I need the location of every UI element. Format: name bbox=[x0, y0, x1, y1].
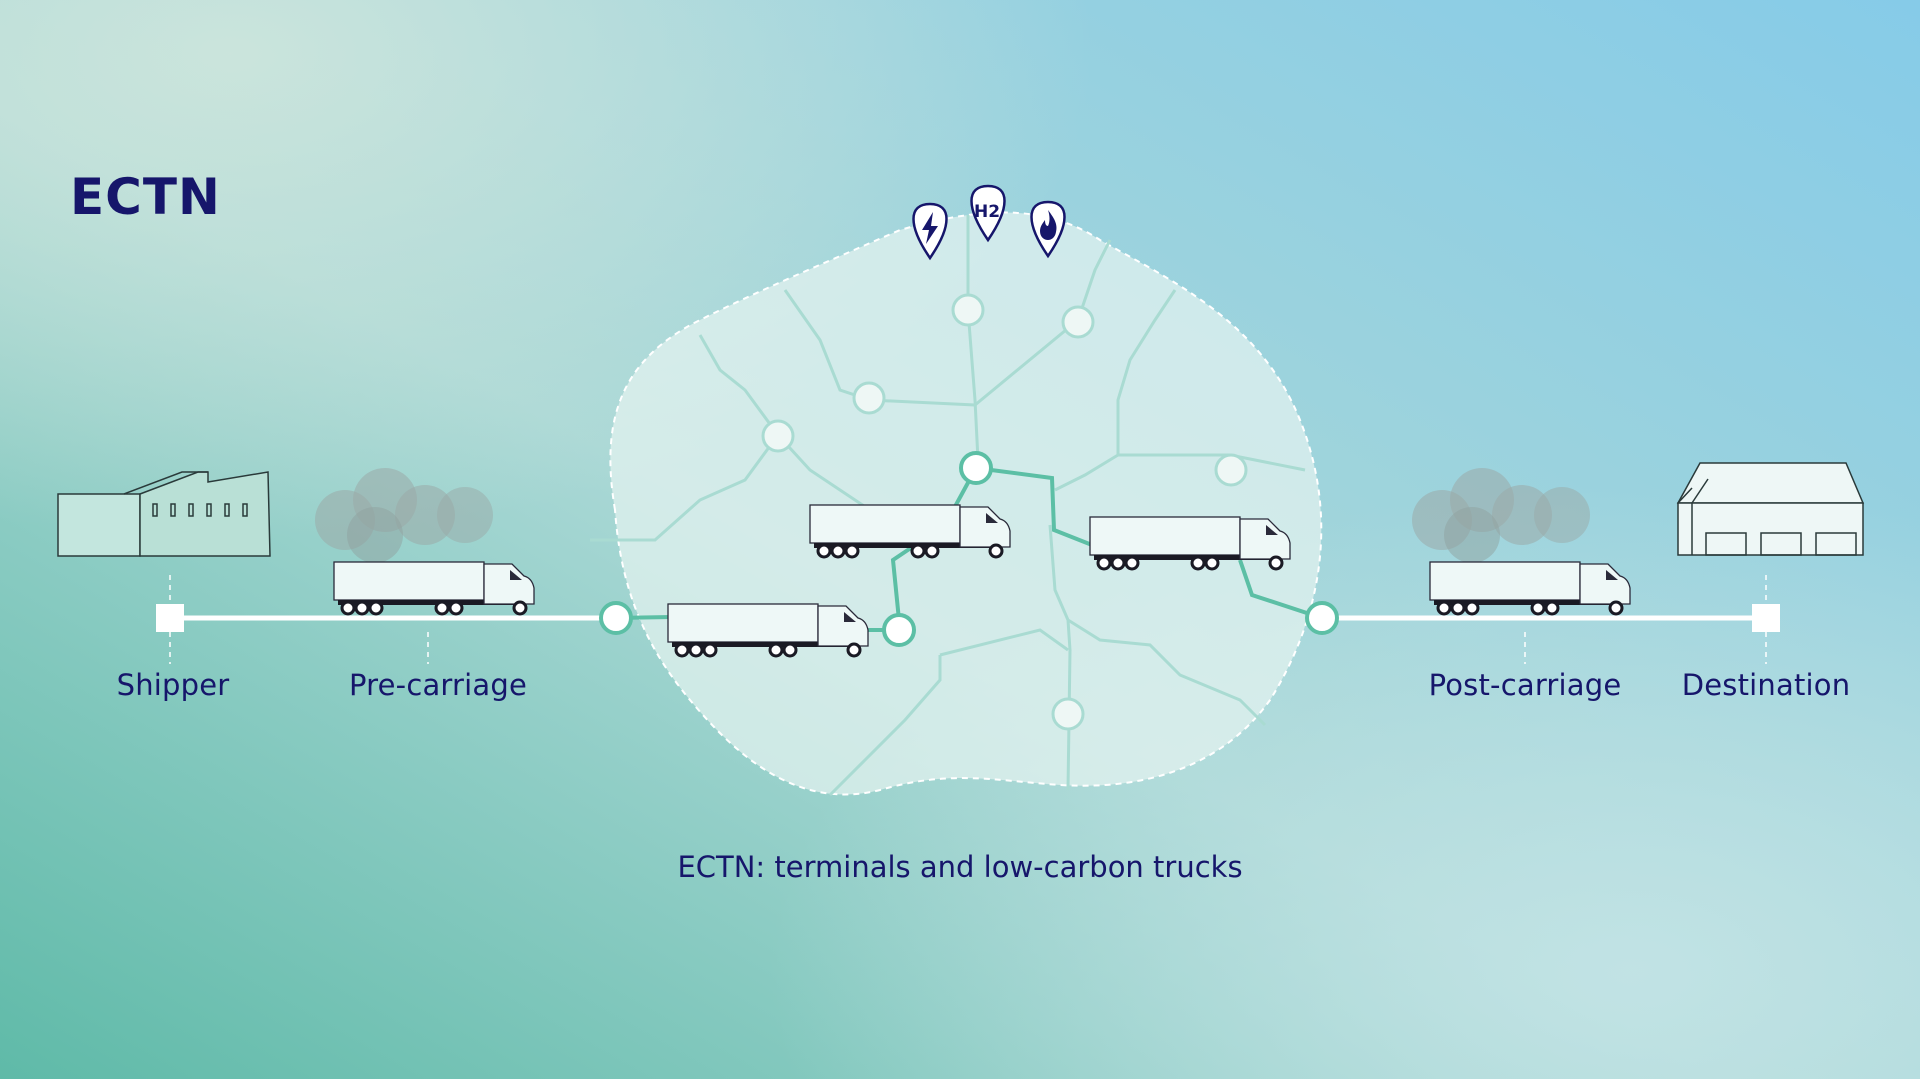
route-node-entry bbox=[599, 601, 633, 635]
factory-icon bbox=[57, 471, 271, 557]
terminal-node bbox=[761, 419, 795, 453]
diesel-truck-pre-carriage bbox=[332, 560, 536, 616]
terminal-nodes bbox=[761, 293, 1248, 731]
destination-node bbox=[1752, 604, 1780, 632]
route-node-exit bbox=[1305, 601, 1339, 635]
diagram-caption: ECTN: terminals and low-carbon trucks bbox=[677, 850, 1243, 884]
route-node bbox=[882, 613, 916, 647]
electric-charging-marker bbox=[912, 202, 948, 261]
hydrogen-label: H2 bbox=[974, 202, 1000, 222]
emissions-cloud bbox=[315, 468, 493, 563]
page-title: ECTN bbox=[70, 168, 221, 226]
route-nodes bbox=[599, 451, 1339, 647]
warehouse-icon bbox=[1676, 462, 1865, 556]
electric-bolt-icon bbox=[922, 212, 938, 244]
terminal-node bbox=[951, 293, 985, 327]
terminal-node bbox=[852, 381, 886, 415]
label-post-carriage: Post-carriage bbox=[1428, 668, 1622, 702]
terminal-node bbox=[1061, 305, 1095, 339]
terminal-node bbox=[1051, 697, 1085, 731]
terminal-node bbox=[1214, 453, 1248, 487]
emissions-cloud bbox=[1412, 468, 1590, 563]
route-node bbox=[959, 451, 993, 485]
flame-icon bbox=[1040, 210, 1057, 240]
gas-marker bbox=[1030, 200, 1066, 259]
label-connectors bbox=[169, 575, 1767, 664]
shipper-node bbox=[156, 604, 184, 632]
hydrogen-marker: H2 bbox=[970, 184, 1006, 243]
label-pre-carriage: Pre-carriage bbox=[348, 668, 528, 702]
label-destination: Destination bbox=[1681, 668, 1851, 702]
diesel-truck-post-carriage bbox=[1428, 560, 1632, 616]
label-shipper: Shipper bbox=[116, 668, 230, 702]
